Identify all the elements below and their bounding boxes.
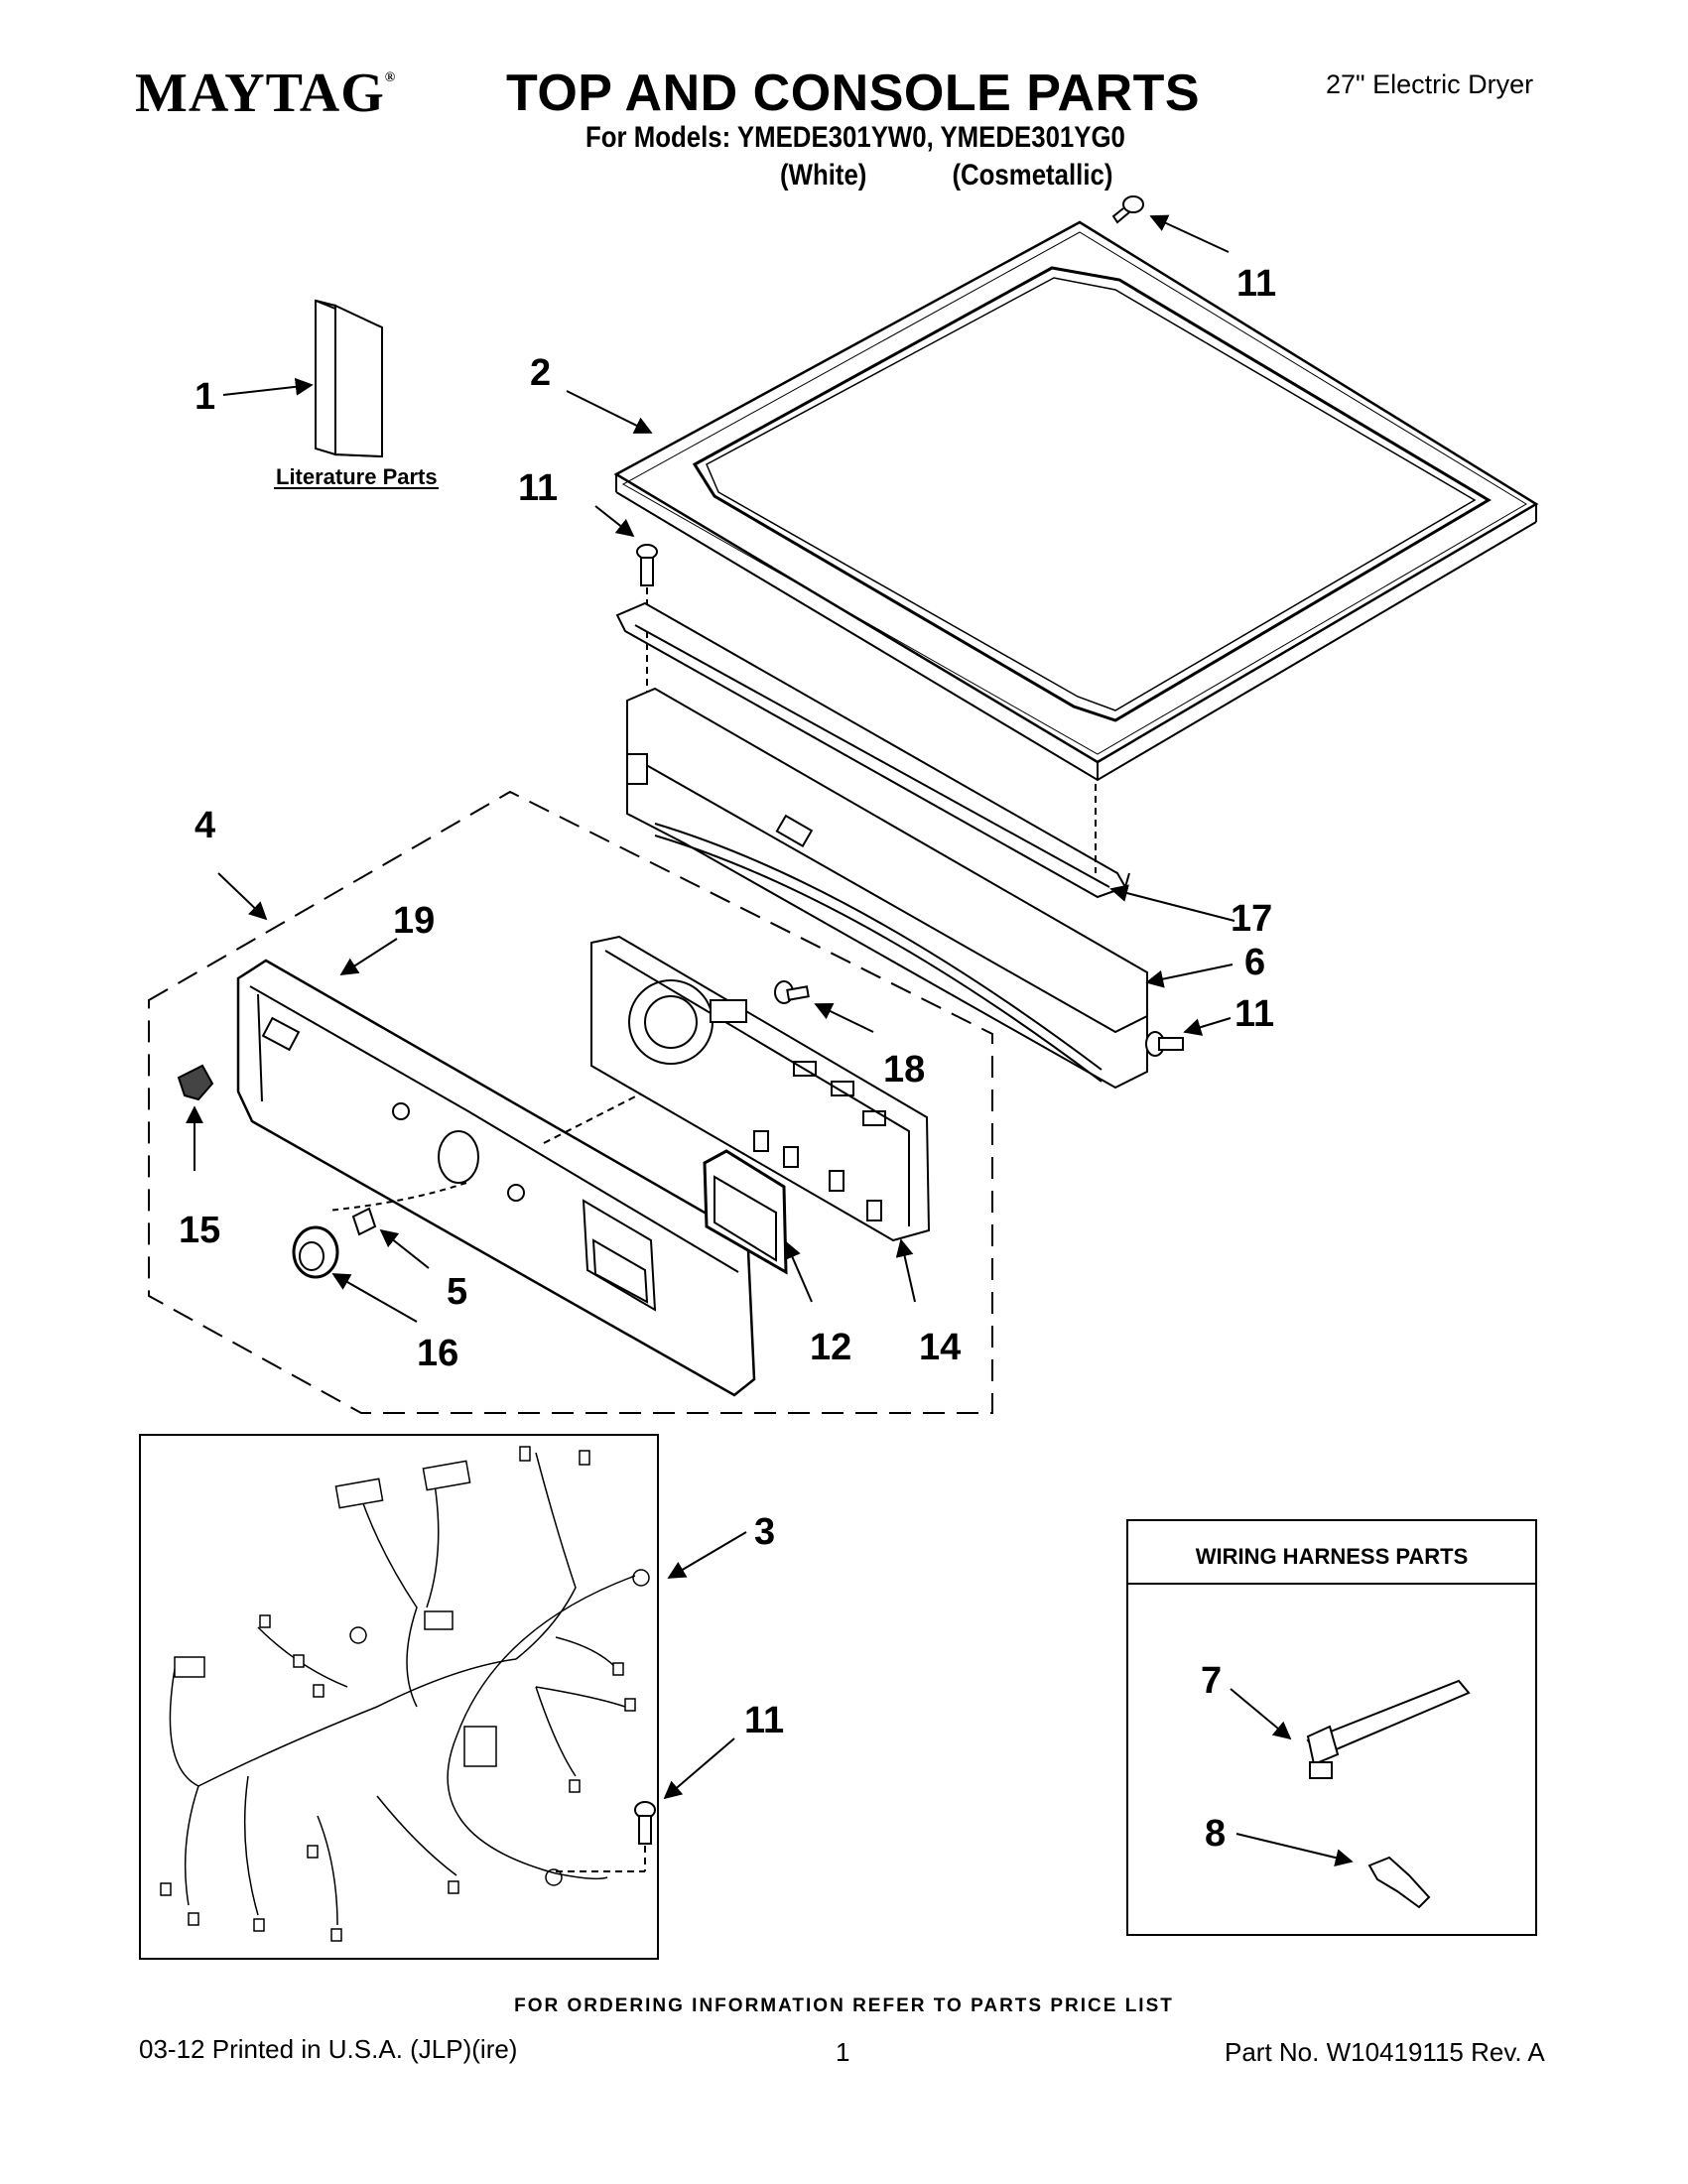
arrow-4	[217, 872, 268, 921]
control-board	[590, 935, 931, 1303]
literature-booklet	[222, 299, 383, 458]
arrow-1	[222, 377, 314, 396]
registered-mark: ®	[384, 70, 397, 85]
callout-11-mid: 11	[518, 467, 558, 509]
wiring-harness	[160, 1446, 650, 1942]
callout-18: 18	[883, 1049, 925, 1091]
callout-16: 16	[417, 1333, 458, 1374]
board-screw	[774, 980, 874, 1033]
wiring-harness-box	[139, 1434, 659, 1960]
console-support	[626, 687, 1234, 1090]
arrow-3	[667, 1531, 747, 1579]
selector-button	[177, 1064, 214, 1171]
top-panel	[566, 220, 1539, 782]
arrow-19	[339, 938, 398, 975]
callout-1: 1	[195, 376, 215, 418]
callout-14: 14	[919, 1327, 961, 1368]
callout-11-top: 11	[1236, 263, 1276, 305]
product-type: 27" Electric Dryer	[1326, 69, 1534, 99]
callout-12: 12	[810, 1327, 851, 1368]
callout-11-harness: 11	[744, 1700, 784, 1741]
arrow-12	[784, 1240, 813, 1303]
callout-8: 8	[1205, 1813, 1226, 1855]
arrow-2	[566, 390, 653, 434]
arrow-6	[1145, 964, 1234, 988]
cable-tie	[1230, 1679, 1471, 1779]
callout-7: 7	[1201, 1660, 1222, 1702]
print-info: 03-12 Printed in U.S.A. (JLP)(ire)	[139, 2034, 518, 2064]
ordering-note: FOR ORDERING INFORMATION REFER TO PARTS …	[514, 1995, 1174, 2016]
knob-shaft	[351, 1207, 430, 1269]
brand-logo: MAYTAG®	[135, 65, 396, 121]
callout-3: 3	[754, 1511, 775, 1553]
arrow-11-right	[1183, 1017, 1232, 1036]
console-assembly-outline	[148, 790, 993, 1414]
page-title: TOP AND CONSOLE PARTS	[506, 64, 1201, 122]
screw-mid	[594, 505, 658, 611]
arrow-18	[814, 1002, 874, 1033]
wire-terminal	[1235, 1833, 1431, 1909]
arrow-17	[1109, 884, 1235, 922]
model-colors: (White) (Cosmetallic)	[780, 161, 1112, 191]
control-knob	[292, 1225, 418, 1323]
literature-parts-label: Literature Parts	[276, 464, 438, 489]
screw-right	[1145, 1017, 1232, 1057]
arrow-14	[895, 1238, 916, 1303]
arrow-11-top	[1149, 214, 1230, 253]
screw-top	[1111, 195, 1230, 253]
callout-4: 4	[195, 805, 215, 846]
color-white: (White)	[780, 159, 867, 192]
arrow-8	[1235, 1833, 1354, 1866]
console-bracket	[615, 601, 1235, 922]
callout-19: 19	[393, 900, 435, 942]
wiring-harness-parts-label: WIRING HARNESS PARTS	[1196, 1544, 1469, 1569]
arrow-16	[331, 1273, 418, 1323]
arrow-11-harness	[663, 1737, 735, 1800]
model-numbers: For Models: YMEDE301YW0, YMEDE301YG0	[585, 121, 1125, 154]
arrow-7	[1230, 1688, 1292, 1740]
arrow-5	[379, 1228, 430, 1269]
part-number: Part No. W10419115 Rev. A	[1225, 2037, 1545, 2067]
callout-2: 2	[530, 352, 551, 394]
screw-harness	[556, 1737, 735, 1872]
arrow-11-mid	[594, 505, 635, 538]
color-cosmetallic: (Cosmetallic)	[952, 159, 1113, 192]
callout-11-right: 11	[1234, 993, 1274, 1035]
callout-6: 6	[1244, 942, 1265, 983]
callout-5: 5	[447, 1271, 467, 1313]
callout-17: 17	[1231, 898, 1272, 940]
console-panel	[236, 938, 756, 1397]
display-board	[703, 1149, 813, 1303]
wiring-parts-box	[1126, 1519, 1537, 1936]
callout-15: 15	[179, 1210, 220, 1251]
page-number: 1	[836, 2037, 850, 2067]
brand-name: MAYTAG	[135, 63, 385, 124]
